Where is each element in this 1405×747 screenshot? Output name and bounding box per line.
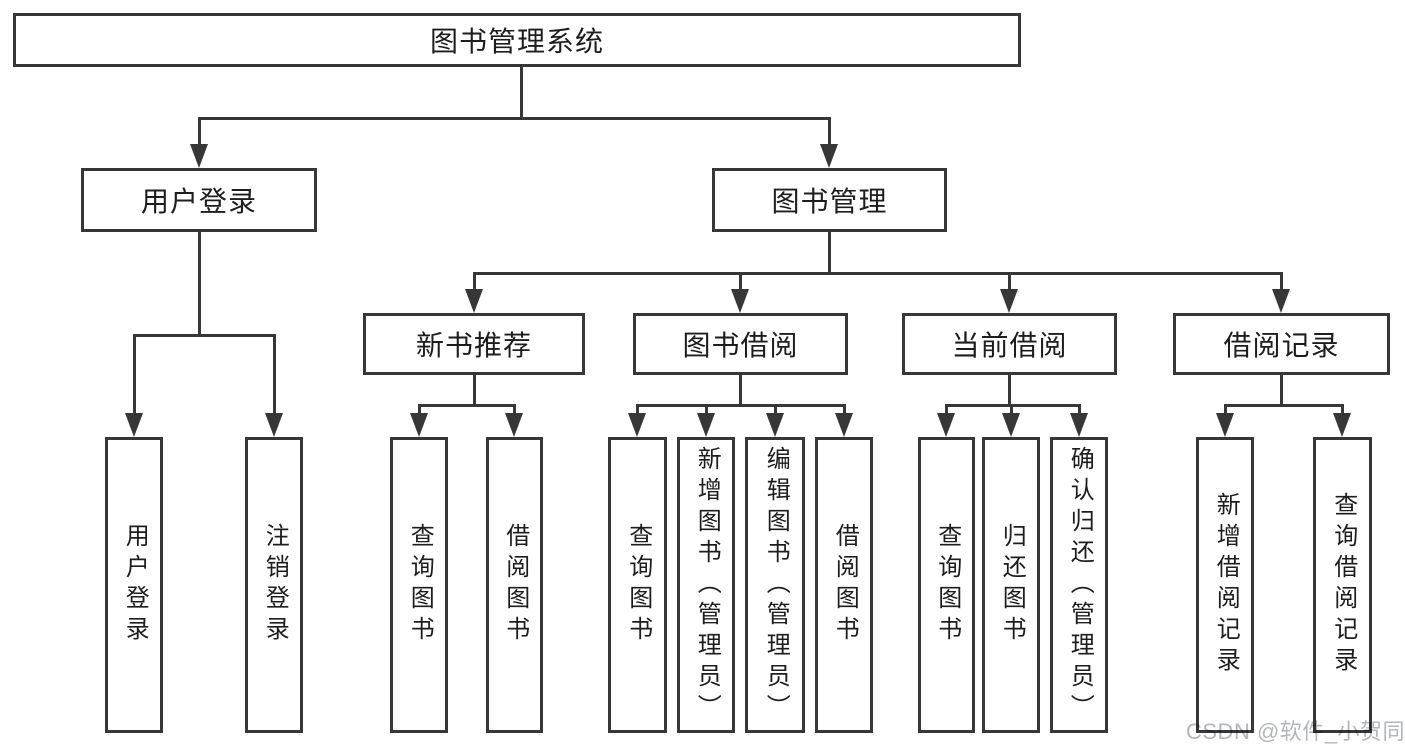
connector-to-leaf — [418, 404, 421, 416]
node-label: 图书借阅 — [682, 330, 799, 361]
connector-to-current-borrowing — [1008, 272, 1011, 292]
leaf-label: 新增借阅记录 — [1212, 492, 1240, 678]
arrow-down-icon — [1333, 413, 1351, 437]
node-current-borrowing: 当前借阅 — [902, 313, 1117, 375]
connector-book-borrowing-stem — [739, 375, 742, 406]
connector-to-leaf — [1341, 404, 1344, 416]
connector-book-management-stem — [828, 232, 831, 274]
leaf-label: 借阅图书 — [831, 523, 859, 647]
connector-to-leaf-logout — [273, 334, 276, 416]
arrow-down-icon — [731, 289, 749, 313]
connector-borrowing-records-stem — [1280, 375, 1283, 406]
connector-borrowing-records-branch — [1224, 404, 1344, 407]
leaf-label: 查询图书 — [933, 523, 961, 647]
connector-to-leaf — [636, 404, 639, 416]
leaf-label: 确认归还（管理员） — [1066, 445, 1094, 725]
connector-to-leaf — [843, 404, 846, 416]
arrow-down-icon — [835, 413, 853, 437]
arrow-down-icon — [465, 289, 483, 313]
watermark: CSDN @软件_小贺同学 — [1186, 719, 1405, 744]
leaf-label: 归还图书 — [998, 523, 1026, 647]
connector-to-leaf — [1010, 404, 1013, 416]
connector-user-login-branch — [133, 334, 276, 337]
node-new-book-recommend: 新书推荐 — [363, 313, 585, 375]
leaf-label: 查询图书 — [624, 523, 652, 647]
connector-to-leaf — [705, 404, 708, 416]
node-label: 当前借阅 — [951, 330, 1068, 361]
arrow-down-icon — [1000, 289, 1018, 313]
connector-to-leaf — [1224, 404, 1227, 416]
connector-to-book-management — [828, 117, 831, 145]
arrow-down-icon — [125, 413, 143, 437]
connector-to-user-login — [198, 117, 201, 145]
connector-level1-branch — [198, 117, 831, 120]
leaf-logout: 注销登录 — [245, 437, 303, 733]
connector-user-login-stem — [198, 232, 201, 336]
arrow-down-icon — [937, 413, 955, 437]
arrow-down-icon — [190, 144, 208, 168]
leaf-label: 用户登录 — [121, 523, 149, 647]
connector-book-borrowing-branch — [636, 404, 846, 407]
leaf-bb-query-books: 查询图书 — [608, 437, 667, 733]
connector-new-book-branch — [418, 404, 516, 407]
connector-level2-branch — [473, 272, 1283, 275]
connector-new-book-stem — [473, 375, 476, 406]
leaf-user-login: 用户登录 — [105, 437, 163, 733]
arrow-down-icon — [1070, 413, 1088, 437]
node-borrowing-records: 借阅记录 — [1173, 313, 1390, 375]
connector-to-book-borrowing — [739, 272, 742, 292]
leaf-nb-borrow-books: 借阅图书 — [486, 437, 543, 733]
node-label: 用户登录 — [140, 186, 257, 217]
connector-current-borrowing-branch — [945, 404, 1081, 407]
leaf-label: 新增图书（管理员） — [693, 445, 721, 725]
arrow-down-icon — [1272, 289, 1290, 313]
node-label: 图书管理系统 — [429, 26, 604, 57]
arrow-down-icon — [766, 413, 784, 437]
connector-to-new-book-recommend — [473, 272, 476, 292]
connector-to-borrowing-records — [1280, 272, 1283, 292]
leaf-label: 编辑图书（管理员） — [762, 445, 790, 725]
node-book-management: 图书管理 — [712, 168, 947, 232]
connector-to-leaf-user-login — [133, 334, 136, 416]
arrow-down-icon — [505, 413, 523, 437]
leaf-cb-return-books: 归还图书 — [982, 437, 1040, 733]
node-label: 借阅记录 — [1223, 330, 1340, 361]
leaf-label: 注销登录 — [261, 523, 289, 647]
leaf-bb-add-books-admin: 新增图书（管理员） — [677, 437, 735, 733]
arrow-down-icon — [265, 413, 283, 437]
leaf-bb-borrow-books: 借阅图书 — [815, 437, 873, 733]
leaf-label: 查询借阅记录 — [1329, 492, 1357, 678]
arrow-down-icon — [1216, 413, 1234, 437]
arrow-down-icon — [1002, 413, 1020, 437]
leaf-br-add-record: 新增借阅记录 — [1196, 437, 1254, 733]
connector-to-leaf — [945, 404, 948, 416]
arrow-down-icon — [820, 144, 838, 168]
node-library-system: 图书管理系统 — [13, 13, 1021, 67]
node-book-borrowing: 图书借阅 — [633, 313, 848, 375]
leaf-cb-confirm-return-admin: 确认归还（管理员） — [1050, 437, 1108, 733]
connector-to-leaf — [513, 404, 516, 416]
connector-current-borrowing-stem — [1008, 375, 1011, 406]
leaf-nb-query-books: 查询图书 — [390, 437, 448, 733]
leaf-bb-edit-books-admin: 编辑图书（管理员） — [745, 437, 805, 733]
node-label: 新书推荐 — [415, 330, 532, 361]
leaf-br-query-record: 查询借阅记录 — [1313, 437, 1372, 733]
node-user-login: 用户登录 — [81, 168, 317, 232]
leaf-label: 借阅图书 — [501, 523, 529, 647]
node-label: 图书管理 — [771, 186, 888, 217]
connector-to-leaf — [774, 404, 777, 416]
connector-root-stem — [520, 67, 523, 118]
arrow-down-icon — [410, 413, 428, 437]
leaf-label: 查询图书 — [406, 523, 434, 647]
arrow-down-icon — [697, 413, 715, 437]
leaf-cb-query-books: 查询图书 — [918, 437, 975, 733]
arrow-down-icon — [628, 413, 646, 437]
connector-to-leaf — [1078, 404, 1081, 416]
